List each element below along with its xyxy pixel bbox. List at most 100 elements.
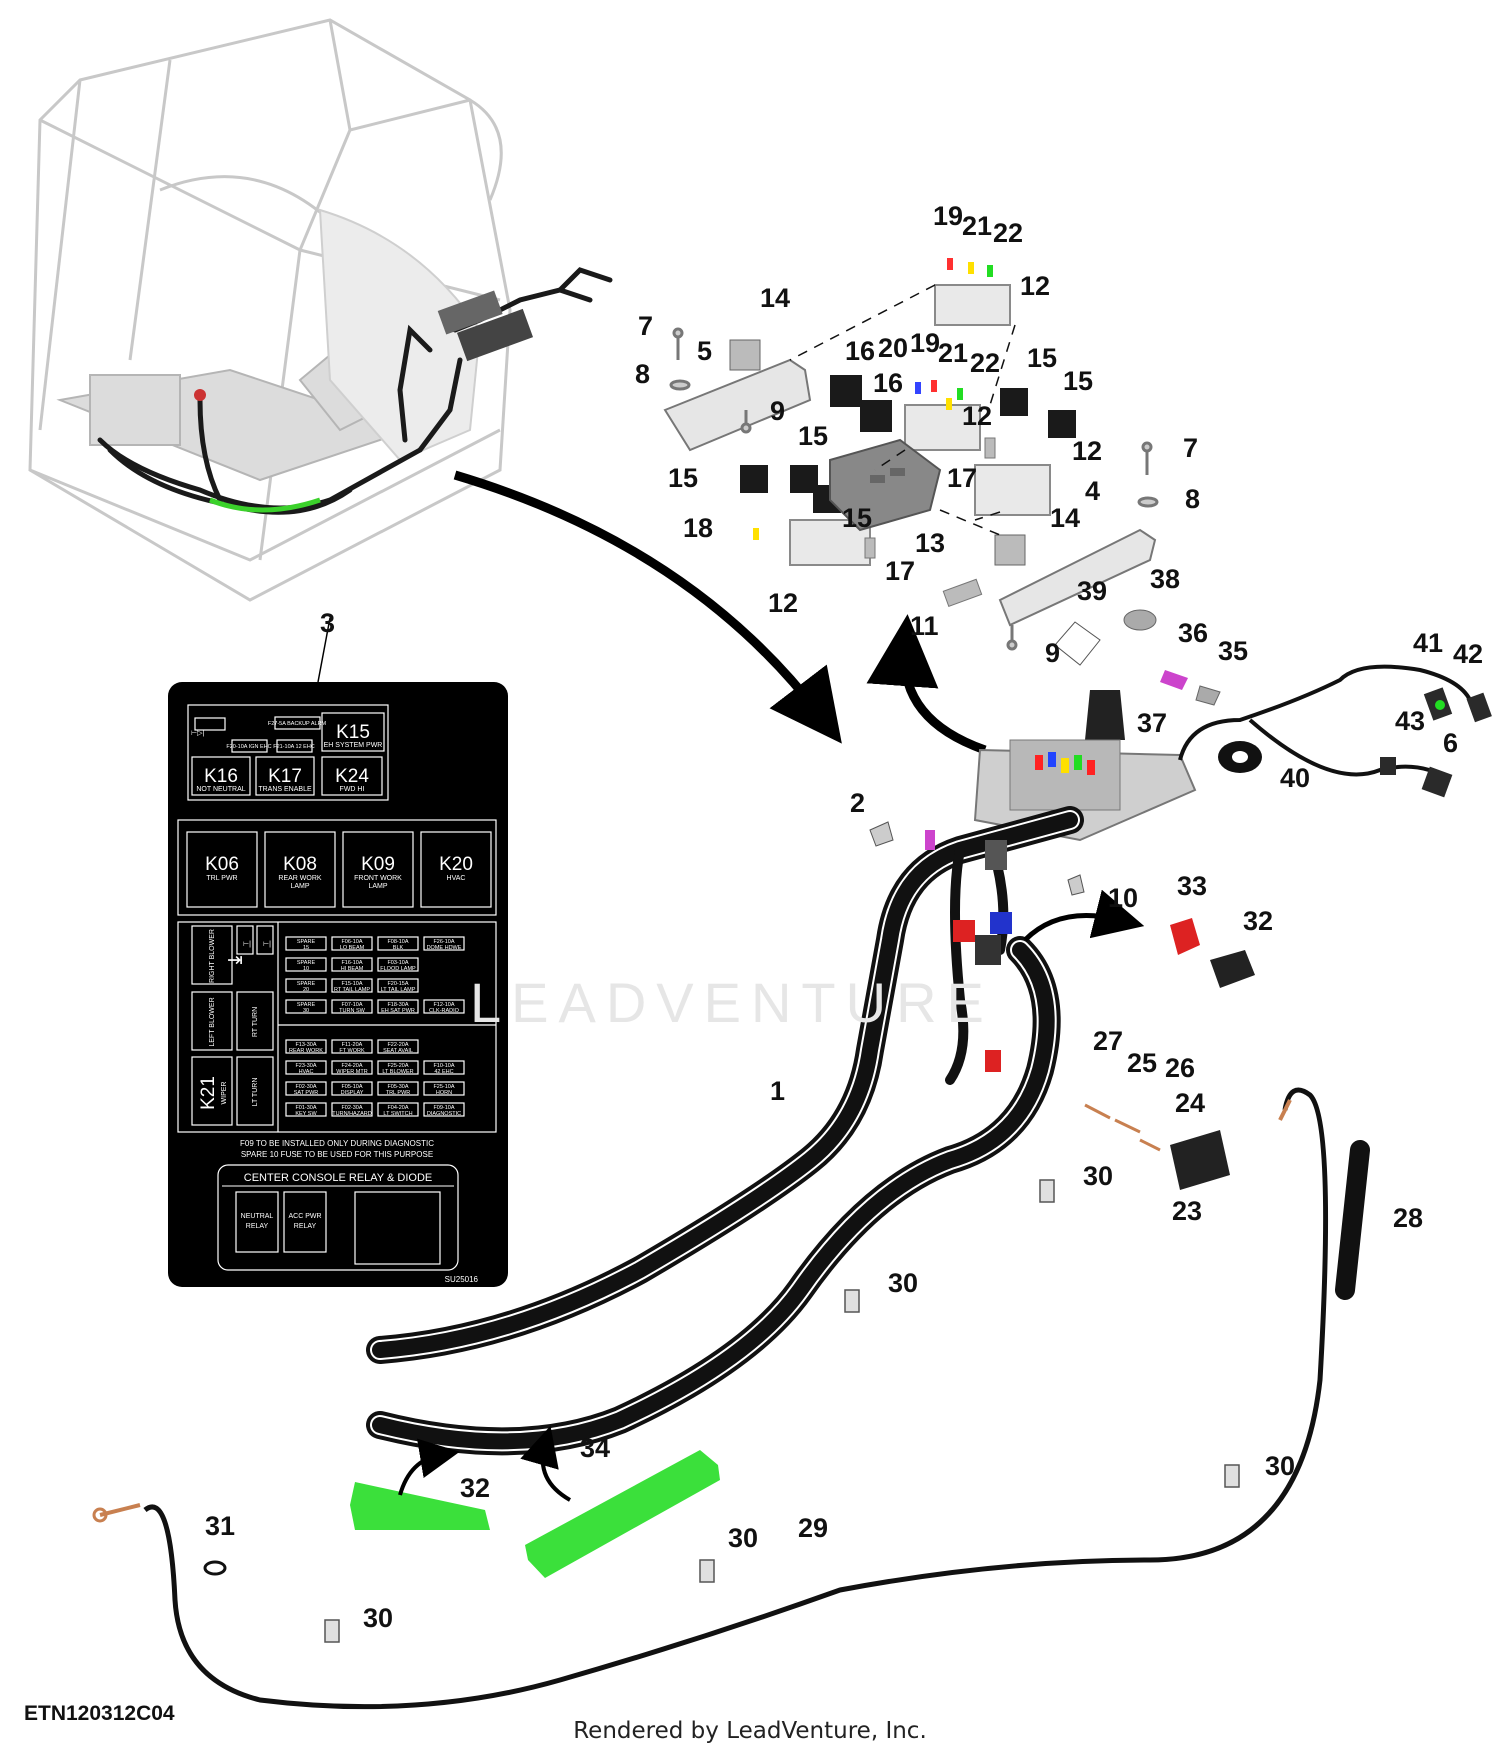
decal-part-code: SU25016 bbox=[445, 1275, 479, 1284]
svg-text:⊢|: ⊢| bbox=[263, 941, 271, 948]
decal-console-title: CENTER CONSOLE RELAY & DIODE bbox=[244, 1172, 432, 1184]
callout-31: 31 bbox=[205, 1511, 235, 1541]
callout-15: 15 bbox=[668, 463, 698, 493]
decal-fuse-label: F16-10A bbox=[341, 960, 362, 966]
decal-console-relay: RELAY bbox=[294, 1223, 317, 1230]
decal-fuse-label: F03-10A bbox=[387, 960, 408, 966]
decal-fuse-label: LT TAIL LAMP bbox=[381, 987, 416, 993]
decal-fuse-slot bbox=[331, 936, 373, 951]
decal-fuse-label: 10 bbox=[303, 966, 309, 972]
callout-11: 11 bbox=[910, 611, 939, 641]
callout-8: 8 bbox=[635, 359, 650, 389]
decal-fuse-label: HI BEAM bbox=[341, 966, 364, 972]
decal-fuse-label: F25-10A bbox=[433, 1084, 454, 1090]
callout-1: 1 bbox=[770, 1076, 785, 1106]
callout-3: 3 bbox=[320, 608, 335, 638]
decal-fuse-slot bbox=[423, 1102, 465, 1117]
decal-fuse-slot bbox=[285, 1039, 327, 1054]
callout-27: 27 bbox=[1093, 1026, 1123, 1056]
decal-fuse-label: F04-20A bbox=[387, 1105, 408, 1111]
callout-8: 8 bbox=[1185, 484, 1200, 514]
callout-17: 17 bbox=[947, 463, 977, 493]
decal-fuse-slot bbox=[285, 957, 327, 972]
decal-fuse-label: F01-30A bbox=[295, 1105, 316, 1111]
decal-fuse-label: F05-30A bbox=[387, 1084, 408, 1090]
callout-15: 15 bbox=[798, 421, 828, 451]
decal-fuse-label: F07-10A bbox=[341, 1002, 362, 1008]
decal-relay-id: K15 bbox=[336, 722, 370, 743]
decal-fuse-label: F18-30A bbox=[387, 1002, 408, 1008]
decal-fuse-label: DISPLAY bbox=[341, 1090, 364, 1096]
callout-33: 33 bbox=[1177, 871, 1207, 901]
decal-top-fuse-label: F21-10A 12 EHC bbox=[273, 744, 315, 750]
decal-fuse-label: F02-30A bbox=[341, 1105, 362, 1111]
callout-4: 4 bbox=[1085, 476, 1100, 506]
callout-30: 30 bbox=[728, 1523, 758, 1553]
figure-id: ETN120312C04 bbox=[24, 1702, 175, 1725]
callout-12: 12 bbox=[1072, 436, 1102, 466]
decal-fuse-label: RT TAIL LAMP bbox=[334, 987, 370, 993]
decal-fuse-label: SPARE bbox=[297, 960, 316, 966]
decal-console-relay: ACC PWR bbox=[288, 1213, 321, 1220]
decal-fuse-slot bbox=[377, 999, 419, 1014]
decal-relay-sub: FWD HI bbox=[340, 786, 365, 793]
decal-fuse-label: F13-30A bbox=[295, 1042, 316, 1048]
fuse-relay-decal: ⇥ ⊢| ⊢| ⊢▷| F09 TO BE INSTALLED ONLY DUR… bbox=[168, 617, 508, 1287]
decal-relay-id: K16 bbox=[204, 766, 238, 787]
decal-relay-sub: WIPER bbox=[221, 1082, 228, 1105]
callout-18: 18 bbox=[683, 513, 713, 543]
callout-32: 32 bbox=[1243, 906, 1273, 936]
callout-14: 14 bbox=[760, 283, 790, 313]
callout-16: 16 bbox=[873, 368, 903, 398]
decal-side-label: LT TURN bbox=[252, 1078, 259, 1107]
callout-25: 25 bbox=[1127, 1048, 1157, 1078]
callout-9: 9 bbox=[770, 396, 785, 426]
decal-fuse-label: F20-15A bbox=[387, 981, 408, 987]
decal-relay-id: K21 bbox=[198, 1076, 219, 1110]
callout-37: 37 bbox=[1137, 708, 1167, 738]
callout-26: 26 bbox=[1165, 1053, 1195, 1083]
decal-fuse-slot bbox=[423, 936, 465, 951]
callout-30: 30 bbox=[1083, 1161, 1113, 1191]
decal-relay-id: K06 bbox=[205, 854, 239, 875]
decal-fuse-slot bbox=[423, 1060, 465, 1075]
arrow-cab-to-harness bbox=[453, 470, 842, 744]
callout-16: 16 bbox=[845, 336, 875, 366]
decal-fuse-slot bbox=[423, 1081, 465, 1096]
decal-relay-sub: EH SYSTEM PWR bbox=[324, 742, 383, 749]
decal-fuse-slot bbox=[285, 1081, 327, 1096]
decal-fuse-label: KEY SW bbox=[295, 1111, 317, 1117]
decal-side-label: RT TURN bbox=[252, 1007, 259, 1037]
decal-relay-sub: TRL PWR bbox=[206, 875, 237, 882]
callout-28: 28 bbox=[1393, 1203, 1423, 1233]
svg-text:⇥: ⇥ bbox=[227, 950, 243, 971]
decal-relay-sub: TRANS ENABLE bbox=[258, 786, 312, 793]
decal-console-relay: RELAY bbox=[246, 1223, 269, 1230]
decal-fuse-slot bbox=[377, 1081, 419, 1096]
callout-29: 29 bbox=[798, 1513, 828, 1543]
callout-15: 15 bbox=[1063, 366, 1093, 396]
decal-fuse-slot bbox=[331, 978, 373, 993]
decal-fuse-label: F12-10A bbox=[433, 1002, 454, 1008]
decal-fuse-label: DOME HDWE bbox=[427, 945, 462, 951]
callout-22: 22 bbox=[993, 218, 1023, 248]
callout-17: 17 bbox=[885, 556, 915, 586]
decal-fuse-label: F22-20A bbox=[387, 1042, 408, 1048]
decal-fuse-label: WIPER MTR bbox=[336, 1069, 367, 1075]
decal-fuse-label: F10-10A bbox=[433, 1063, 454, 1069]
callout-34: 34 bbox=[580, 1433, 610, 1463]
ground-cables bbox=[92, 1087, 1370, 1710]
decal-fuse-label: REAR WORK bbox=[289, 1048, 323, 1054]
callout-35: 35 bbox=[1218, 636, 1248, 666]
decal-fuse-label: TURN/HAZARD bbox=[332, 1111, 371, 1117]
decal-fuse-slot bbox=[377, 957, 419, 972]
watermark: LEADVENTURE bbox=[470, 971, 994, 1034]
decal-fuse-label: 30 bbox=[303, 1008, 309, 1014]
decal-fuse-label: F11-20A bbox=[342, 1042, 363, 1048]
decal-fuse-slot bbox=[377, 1060, 419, 1075]
decal-relay-id: K09 bbox=[361, 854, 395, 875]
decal-fuse-label: F05-10A bbox=[341, 1084, 362, 1090]
footer-credit: Rendered by LeadVenture, Inc. bbox=[573, 1718, 927, 1744]
decal-fuse-label: SPARE bbox=[297, 981, 316, 987]
decal-side-label: RIGHT BLOWER bbox=[209, 929, 216, 983]
